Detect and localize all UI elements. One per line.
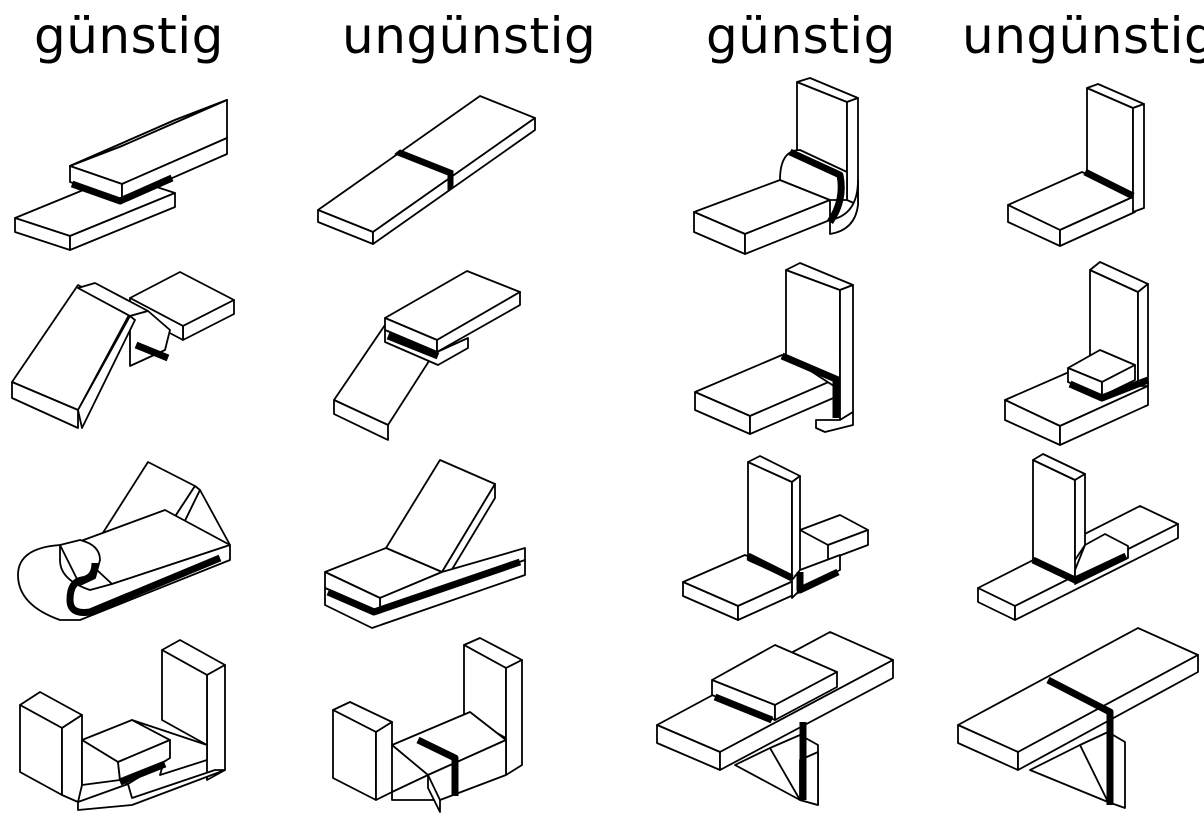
figure-r1-c4-simple-angle [1007,83,1145,247]
figure-r4-c3-t-cover-plate [656,631,894,806]
figure-r3-c3-double-t [682,455,869,621]
figure-r2-c2-offset-lap [333,270,521,441]
figure-r2-c1-stepped-lap [11,271,235,429]
figure-r2-c3-angle-lap [694,262,854,435]
figure-r1-c3-rounded-angle [693,77,859,255]
figure-r3-c4-single-t [977,453,1179,621]
figure-r4-c4-t-butt [957,627,1199,809]
figure-r3-c2-double-lap [324,459,526,629]
column-header-unguenstig-right: ungünstig [962,7,1204,65]
figure-r1-c2-butt-joint [317,95,536,245]
figure-r4-c1-channel-lap [19,639,226,811]
figure-r4-c2-channel-butt [332,637,523,813]
column-header-unguenstig-left: ungünstig [342,7,597,65]
figure-r1-c1-lap-joint [14,99,228,251]
column-header-guenstig-left: günstig [34,7,224,65]
figure-r3-c1-folded-joint [17,461,231,621]
column-header-guenstig-right: günstig [706,7,896,65]
figure-r2-c4-angle-block [1004,261,1150,446]
